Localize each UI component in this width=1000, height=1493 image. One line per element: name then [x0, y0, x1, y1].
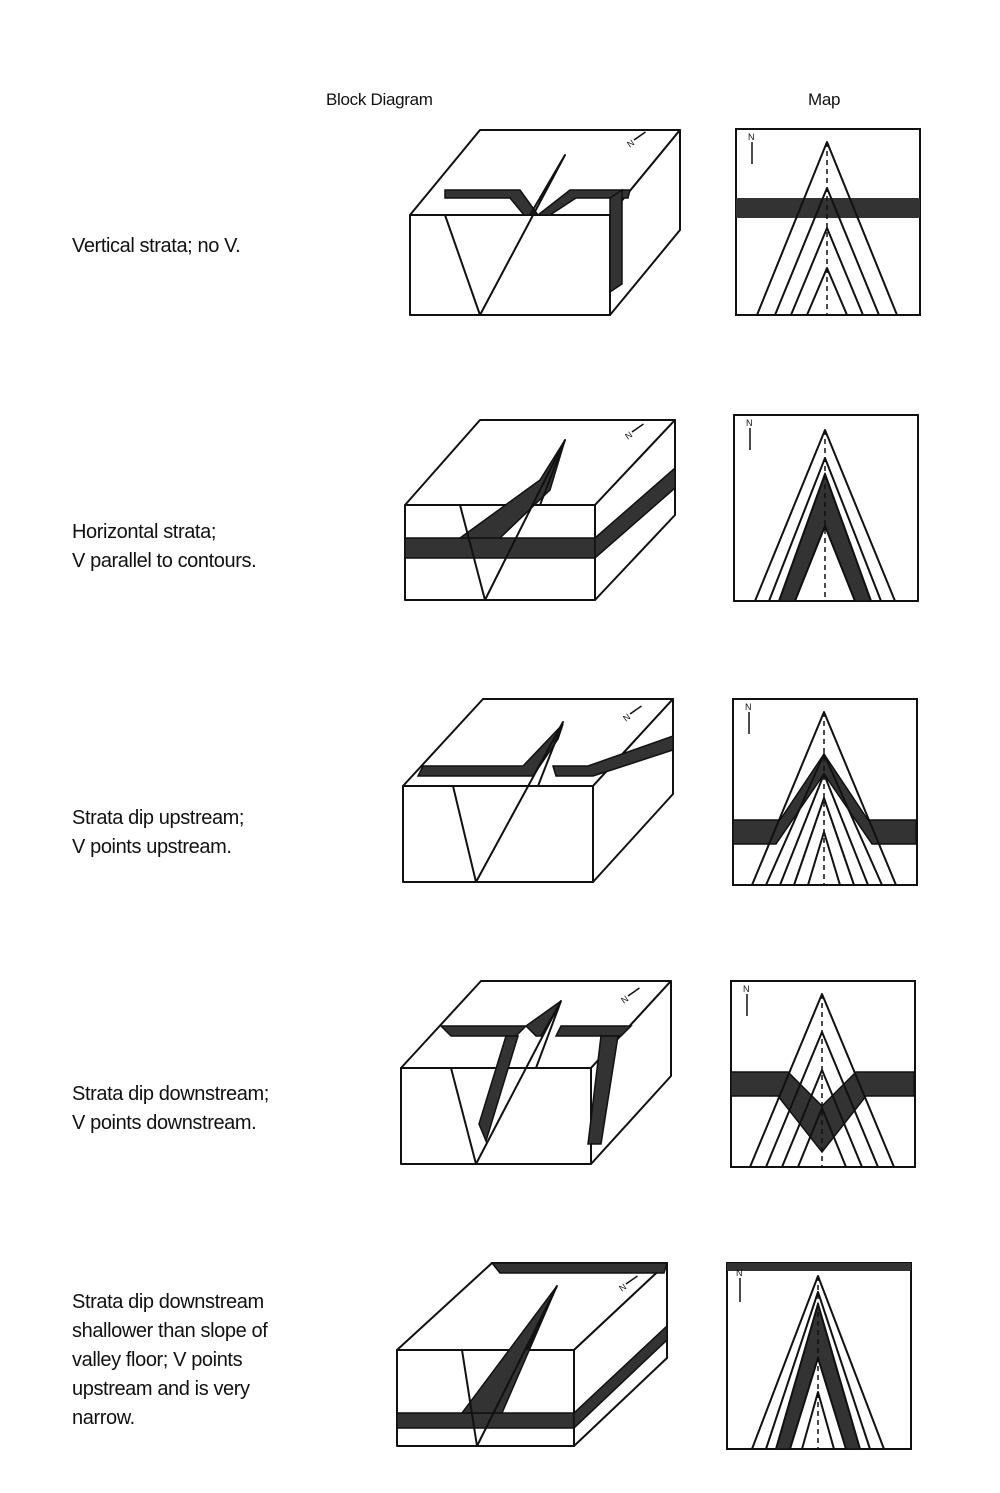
svg-text:N: N: [619, 994, 630, 1006]
north-arrow-icon: N: [621, 705, 642, 724]
map-vertical: N: [735, 128, 921, 316]
north-arrow-icon: N: [736, 1268, 743, 1302]
row-label-dip-downstream-shallow: Strata dip downstream shallower than slo…: [72, 1291, 268, 1429]
north-arrow-icon: N: [625, 131, 646, 150]
map-horizontal: N: [733, 414, 919, 602]
svg-text:N: N: [745, 702, 752, 712]
svg-text:N: N: [625, 138, 636, 150]
north-arrow-icon: N: [619, 987, 640, 1006]
header-block-diagram: Block Diagram: [326, 90, 433, 109]
row-label-vertical: Vertical strata; no V.: [72, 235, 241, 257]
north-arrow-icon: N: [623, 423, 644, 442]
north-arrow-icon: N: [748, 132, 755, 164]
map-dip-downstream-shallow: N: [726, 1262, 912, 1450]
north-arrow-icon: N: [617, 1275, 638, 1294]
svg-text:N: N: [621, 712, 632, 724]
block-diagram-dip-downstream-shallow: N: [396, 1262, 669, 1447]
svg-text:N: N: [746, 418, 753, 428]
block-diagram-dip-downstream: N: [400, 980, 672, 1165]
row-label-dip-upstream: Strata dip upstream; V points upstream.: [72, 807, 245, 858]
north-arrow-icon: N: [745, 702, 752, 734]
map-dip-downstream: N: [730, 980, 916, 1168]
block-diagram-dip-upstream: N: [402, 698, 674, 883]
map-dip-upstream: N: [732, 698, 918, 886]
row-label-dip-downstream: Strata dip downstream; V points downstre…: [72, 1083, 269, 1134]
svg-text:N: N: [617, 1282, 628, 1294]
north-arrow-icon: N: [746, 418, 753, 450]
svg-text:N: N: [736, 1268, 743, 1278]
block-diagram-horizontal: N: [404, 419, 676, 601]
svg-text:N: N: [743, 984, 750, 994]
row-label-horizontal: Horizontal strata; V parallel to contour…: [72, 521, 257, 572]
north-arrow-icon: N: [743, 984, 750, 1016]
svg-text:N: N: [623, 430, 634, 442]
block-diagram-vertical: N: [409, 129, 681, 316]
header-map: Map: [808, 90, 841, 109]
svg-text:N: N: [748, 132, 755, 142]
